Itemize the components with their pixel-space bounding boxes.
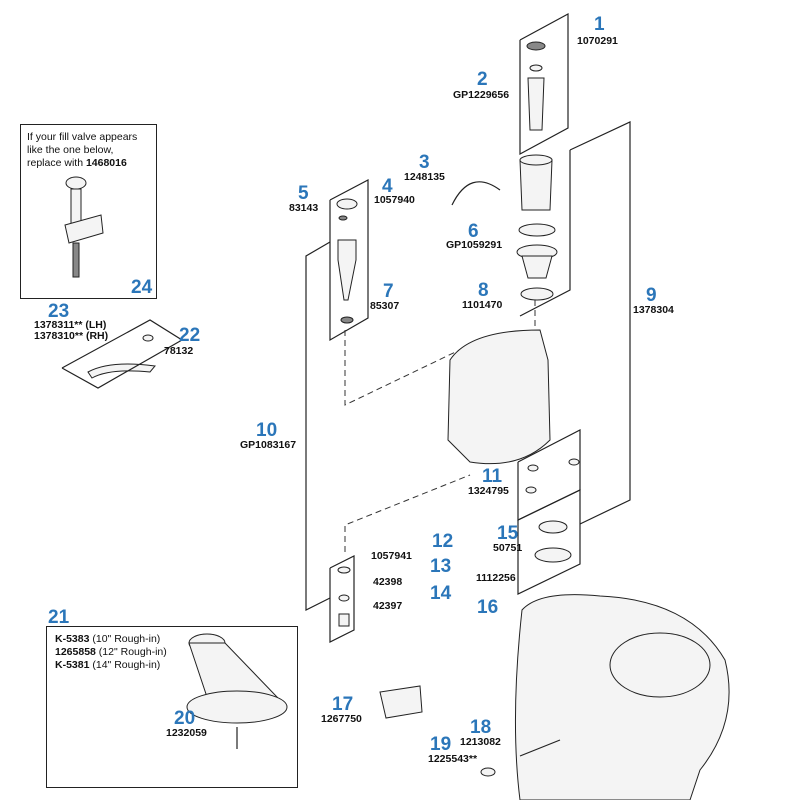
part-number-8: 1101470: [462, 299, 503, 311]
inset-note-line-1: If your fill valve appears: [27, 131, 138, 143]
part-number-19: 1225543**: [428, 753, 478, 765]
part-number-23-lh: 1378311** (LH): [34, 319, 107, 331]
part-number-1: 1070291: [577, 35, 618, 47]
callout-number-2: 2: [477, 69, 488, 90]
inset-note-part-number: 1468016: [85, 157, 127, 170]
callout-number-15: 15: [497, 523, 519, 544]
callout-number-10: 10: [256, 420, 278, 441]
callout-number-3: 3: [419, 152, 430, 173]
callout-number-23: 23: [48, 301, 70, 322]
inset-fill-valve-note: If your fill valve appears like the one …: [20, 124, 157, 299]
part-number-23-rh: 1378310** (RH): [34, 330, 109, 342]
flange-option-2: 1265858 (12" Rough-in): [55, 646, 167, 659]
callout-number-18: 18: [470, 717, 492, 738]
inset-note-line-2: like the one below,: [27, 144, 114, 157]
callout-number-14: 14: [430, 583, 452, 604]
inset-note-line-3: replace with: [27, 157, 86, 170]
flange-illustration: [186, 633, 288, 749]
flange-options: K-5383 (10" Rough-in) 1265858 (12" Rough…: [55, 633, 167, 672]
callout-number-19: 19: [430, 734, 452, 755]
part-number-11: 1324795: [468, 485, 509, 497]
part-number-15: 50751: [493, 542, 523, 554]
callout-number-24: 24: [131, 277, 153, 298]
old-fill-valve-illustration: [64, 176, 104, 278]
part-number-16: 1112256: [476, 572, 516, 584]
inset-closet-flange: K-5383 (10" Rough-in) 1265858 (12" Rough…: [46, 626, 298, 788]
part-number-12: 1057941: [371, 550, 412, 562]
part-number-20: 1232059: [166, 727, 207, 739]
part-number-10: GP1083167: [240, 439, 297, 451]
part-number-5: 83143: [289, 202, 319, 214]
part-number-3: 1248135: [404, 171, 445, 183]
callout-number-8: 8: [478, 280, 489, 301]
callout-number-21: 21: [48, 607, 70, 628]
flange-option-1: K-5383 (10" Rough-in): [55, 633, 161, 645]
callout-number-20: 20: [174, 708, 196, 729]
part-number-17: 1267750: [321, 713, 362, 725]
part-number-7: 85307: [370, 300, 400, 312]
callout-number-1: 1: [594, 14, 605, 35]
part-number-18: 1213082: [460, 736, 501, 748]
flange-option-3: K-5381 (14" Rough-in): [55, 659, 161, 672]
part-number-14: 42397: [373, 600, 403, 612]
part-number-6: GP1059291: [446, 239, 503, 251]
callout-number-22: 22: [179, 325, 201, 346]
part-number-13: 42398: [373, 576, 403, 588]
callout-number-11: 11: [482, 466, 503, 487]
callout-number-9: 9: [646, 285, 657, 306]
callout-number-7: 7: [383, 281, 394, 302]
callout-number-12: 12: [432, 531, 454, 552]
callout-number-13: 13: [430, 556, 452, 577]
inset-note-text: If your fill valve appears like the one …: [27, 131, 155, 170]
part-number-22: 78132: [164, 345, 194, 357]
part-number-9: 1378304: [633, 304, 674, 316]
callout-number-4: 4: [382, 176, 393, 197]
callout-number-16: 16: [477, 597, 499, 618]
callout-number-6: 6: [468, 221, 479, 242]
part-number-2: GP1229656: [453, 89, 510, 101]
callout-number-5: 5: [298, 183, 309, 204]
callout-number-17: 17: [332, 694, 354, 715]
part-number-4: 1057940: [374, 194, 415, 206]
